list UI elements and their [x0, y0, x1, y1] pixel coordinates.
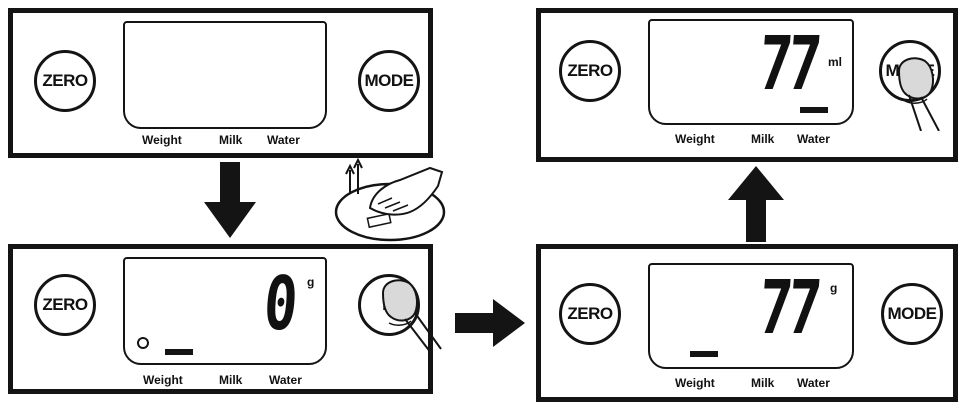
mode-label-weight: Weight: [675, 132, 715, 146]
lcd-reading: 0: [260, 261, 297, 347]
scale-panel-off: ZERO MODE Weight Milk Water: [8, 8, 433, 158]
scale-panel-weight-77: ZERO 77 g MODE Weight Milk Water: [536, 244, 958, 402]
zero-button[interactable]: ZERO: [34, 50, 96, 112]
lcd-reading: 77: [755, 265, 821, 351]
lcd-screen: 77 ml: [648, 19, 854, 125]
lcd-unit: g: [830, 281, 838, 295]
lcd-screen: 0 g: [123, 257, 327, 365]
mode-label-weight: Weight: [143, 373, 183, 387]
hand-on-scale-icon: [334, 157, 446, 242]
finger-press-icon: [897, 57, 940, 131]
zero-button[interactable]: ZERO: [559, 283, 621, 345]
mode-label-milk: Milk: [751, 132, 775, 146]
scale-panel-weight: ZERO 0 g M Weight Milk Water: [8, 244, 442, 394]
lcd-screen: [123, 21, 327, 129]
lcd-unit: ml: [828, 55, 843, 69]
mode-label-water: Water: [797, 132, 830, 146]
arrow-up-icon: [728, 166, 784, 242]
weight-mode-indicator: [690, 351, 718, 357]
stable-indicator: [137, 337, 149, 349]
lcd-screen: 77 g: [648, 263, 854, 369]
mode-label-milk: Milk: [219, 373, 243, 387]
weight-mode-indicator: [165, 349, 193, 355]
mode-label-water: Water: [797, 376, 830, 390]
lcd-unit: g: [307, 275, 315, 289]
milk-mode-indicator: [800, 107, 828, 113]
mode-label-water: Water: [269, 373, 302, 387]
mode-label-weight: Weight: [675, 376, 715, 390]
mode-label-milk: Milk: [219, 133, 243, 147]
mode-button[interactable]: MODE: [881, 283, 943, 345]
scale-panel-milk: ZERO 77 ml MODE Weight Milk Water: [536, 8, 958, 162]
mode-label-weight: Weight: [142, 133, 182, 147]
lcd-reading: 77: [755, 21, 821, 107]
zero-button[interactable]: ZERO: [34, 274, 96, 336]
mode-button[interactable]: MODE: [358, 50, 420, 112]
arrow-down-icon: [204, 162, 256, 238]
arrow-right-icon: [455, 299, 525, 347]
finger-press-icon: [381, 279, 442, 353]
mode-label-milk: Milk: [751, 376, 775, 390]
mode-label-water: Water: [267, 133, 300, 147]
zero-button[interactable]: ZERO: [559, 40, 621, 102]
